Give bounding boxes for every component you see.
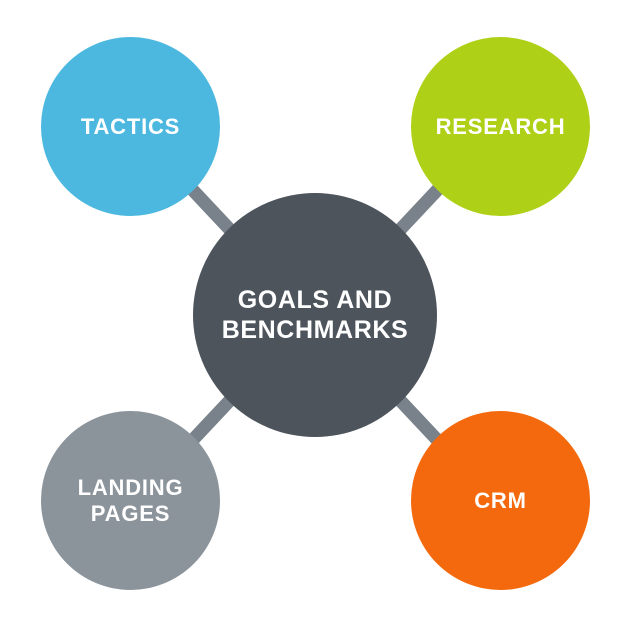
node-research[interactable]: RESEARCH [411,37,590,216]
node-crm-label: CRM [474,487,527,513]
node-tactics[interactable]: TACTICS [41,37,220,216]
node-center-label: GOALS AND BENCHMARKS [221,285,409,345]
node-landing-pages[interactable]: LANDING PAGES [41,411,220,590]
node-research-label: RESEARCH [435,113,566,139]
connector-landing-pages-line [183,391,239,450]
connector-crm-line [391,391,447,450]
node-tactics-label: TACTICS [80,113,181,139]
node-center-goals-and-benchmarks[interactable]: GOALS AND BENCHMARKS [193,193,437,437]
node-landing-pages-label: LANDING PAGES [77,474,184,526]
connector-tactics-line [183,180,239,239]
connector-research-line [391,180,447,239]
node-crm[interactable]: CRM [411,411,590,590]
